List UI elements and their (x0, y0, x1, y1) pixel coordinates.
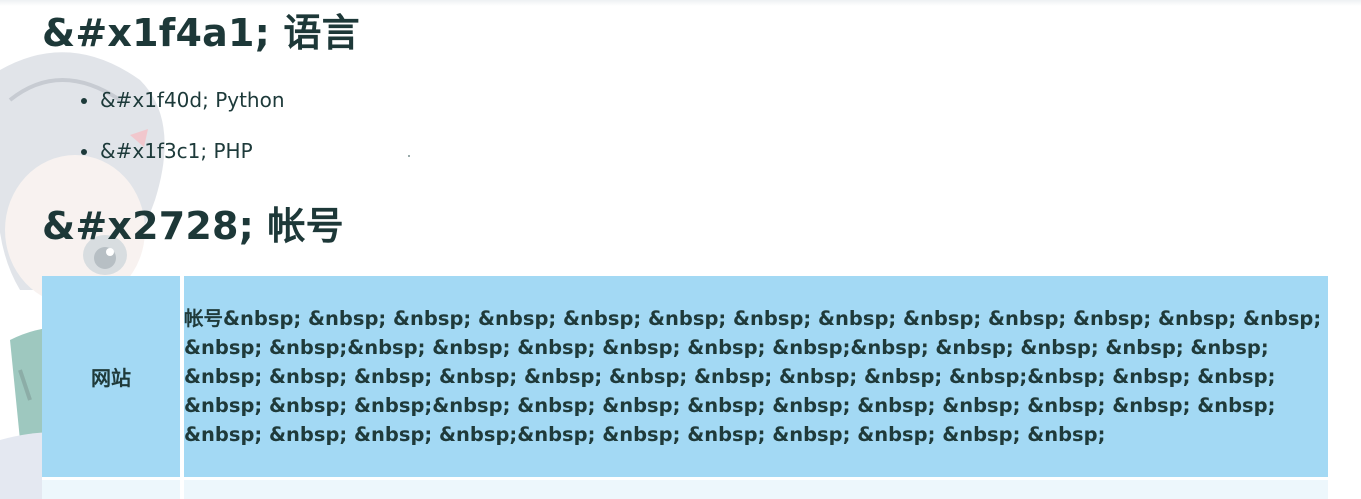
list-item-label: &#x1f40d; Python (100, 88, 285, 112)
accounts-heading: &#x2728; 帐号 (42, 204, 344, 248)
table-row (42, 477, 1328, 499)
languages-heading: &#x1f4a1; 语言 (42, 11, 360, 55)
list-item-php: &#x1f3c1; PHP (100, 133, 285, 184)
empty-cell (182, 477, 1328, 499)
top-shadow (0, 0, 1361, 6)
empty-cell (42, 477, 184, 499)
list-item-label: &#x1f3c1; PHP (100, 139, 253, 163)
account-value-cell: 帐号&nbsp; &nbsp; &nbsp; &nbsp; &nbsp; &nb… (182, 276, 1328, 479)
accounts-table: 网站 帐号&nbsp; &nbsp; &nbsp; &nbsp; &nbsp; … (42, 276, 1328, 499)
languages-list: &#x1f40d; Python &#x1f3c1; PHP (42, 82, 285, 184)
site-label-cell: 网站 (42, 276, 184, 479)
list-item-python: &#x1f40d; Python (100, 82, 285, 133)
stray-dot (408, 155, 410, 157)
table-row: 网站 帐号&nbsp; &nbsp; &nbsp; &nbsp; &nbsp; … (42, 276, 1328, 479)
